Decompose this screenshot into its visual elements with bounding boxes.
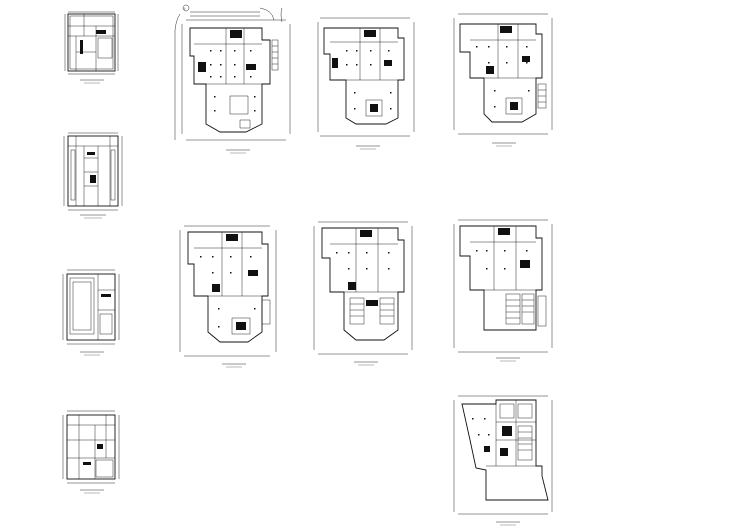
small-plan-4 <box>62 410 120 494</box>
north-marker: ① <box>183 7 186 11</box>
large-plan-r1-c2 <box>317 17 415 150</box>
large-plan-r3-c3 <box>453 395 553 526</box>
small-plan-3 <box>62 269 120 356</box>
large-plan-r1-c1: ① <box>174 4 291 154</box>
small-plan-2 <box>63 132 123 219</box>
large-plan-r2-c2 <box>313 221 413 366</box>
large-plan-r2-c1 <box>179 225 277 368</box>
large-plan-r1-c3 <box>453 13 553 147</box>
small-plan-1 <box>64 11 119 84</box>
large-plan-r2-c3 <box>453 219 553 362</box>
